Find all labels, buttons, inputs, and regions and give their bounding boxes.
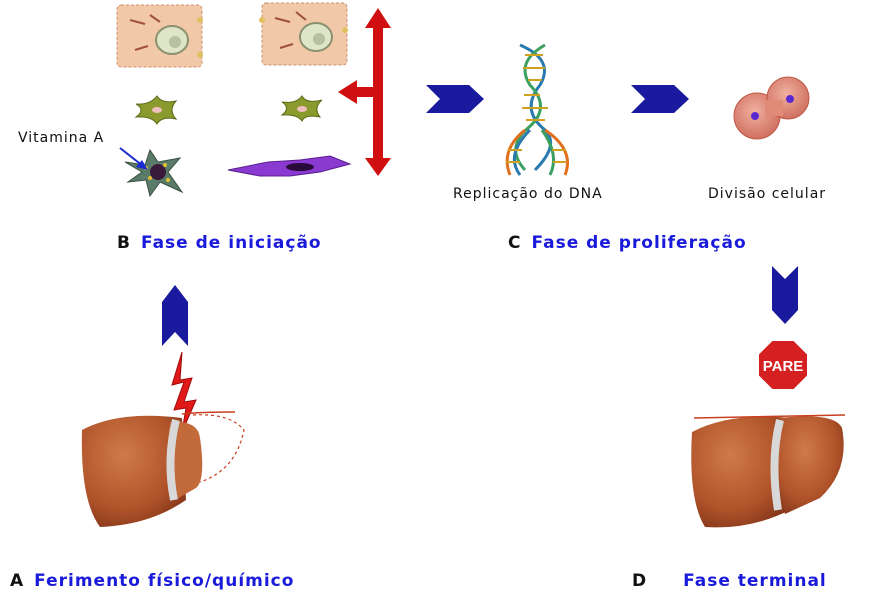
- chevron-arrow-right-2: [631, 85, 689, 113]
- phase-d-letter: D: [632, 571, 648, 591]
- chevron-arrow-down: [772, 266, 798, 324]
- phase-d-text: Fase terminal: [683, 571, 827, 591]
- damaged-liver: [81, 411, 245, 527]
- red-bracket-arrow: [338, 8, 391, 176]
- dividing-cell-icon: [733, 76, 810, 140]
- hepatocyte-cell-2: [259, 2, 348, 66]
- vitamin-a-pointer: [119, 147, 148, 170]
- phase-c-text: Fase de proliferação: [531, 233, 747, 253]
- phase-b-label: B Fase de iniciação: [117, 233, 322, 253]
- phase-a-label: A Ferimento físico/químico: [10, 571, 294, 591]
- stop-sign-icon: PARE: [757, 339, 809, 391]
- phase-a-letter: A: [10, 571, 25, 591]
- phase-c-label: C Fase de proliferação: [508, 233, 747, 253]
- phase-d-label: D Fase terminal: [632, 571, 827, 591]
- chevron-arrow-right-1: [426, 85, 484, 113]
- chevron-arrow-up: [162, 285, 188, 346]
- regenerated-liver: [691, 414, 846, 528]
- phase-c-letter: C: [508, 233, 522, 253]
- stop-sign-text: PARE: [763, 358, 804, 375]
- phase-a-text: Ferimento físico/químico: [34, 571, 295, 591]
- phase-b-letter: B: [117, 233, 131, 253]
- cell-division-caption: Divisão celular: [708, 186, 827, 202]
- dna-replication-caption: Replicação do DNA: [453, 186, 603, 202]
- phase-b-text: Fase de iniciação: [140, 233, 322, 253]
- hepatocyte-cell-1: [116, 4, 203, 68]
- vitamin-a-caption: Vitamina A: [18, 130, 105, 146]
- dna-helix-icon: [505, 43, 569, 176]
